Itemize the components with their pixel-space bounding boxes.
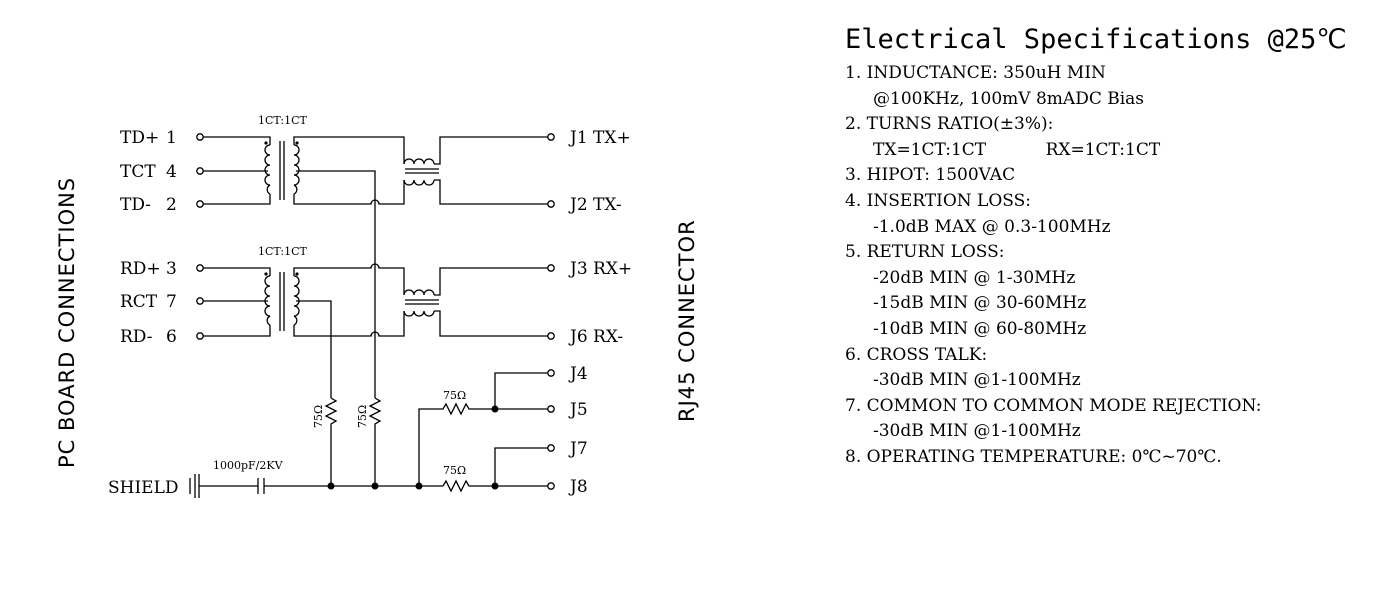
rx-ratio-label: 1CT:1CT [258, 245, 307, 258]
left-terminals [196, 133, 204, 340]
spec-item-turns-ratio: 2. TURNS RATIO(±3%): TX=1CT:1CT RX=1CT:1… [845, 112, 1390, 163]
spec-item-operating-temperature: 8. OPERATING TEMPERATURE: 0℃~70℃. [845, 445, 1390, 471]
rj45-connector-label: RJ45 CONNECTOR [675, 219, 699, 422]
pin-number-1: 1 [166, 128, 177, 148]
pin-label-j6: J6 RX- [568, 327, 623, 347]
pin-label-j1: J1 TX+ [568, 128, 631, 148]
pin-label-td-plus: TD+ [120, 128, 159, 148]
spec-detail: @100KHz, 100mV 8mADC Bias [873, 88, 1145, 109]
rx-choke [403, 267, 548, 337]
spec-heading: 4. INSERTION LOSS: [845, 190, 1031, 211]
resistor-r3-label: 75Ω [443, 389, 466, 402]
spec-detail: -15dB MIN @ 30-60MHz [873, 293, 1087, 314]
spec-heading: 2. TURNS RATIO(±3%): [845, 114, 1054, 135]
pin-number-6: 6 [166, 327, 177, 347]
pin-number-3: 3 [166, 259, 177, 279]
resistor-r4 [442, 479, 548, 493]
spec-detail: -30dB MIN @1-100MHz [873, 421, 1081, 442]
resistor-r3 [418, 402, 548, 486]
pin-label-tct: TCT [120, 162, 156, 182]
pc-board-label: PC BOARD CONNECTIONS [55, 177, 79, 468]
pin-label-rd-minus: RD- [120, 327, 153, 347]
spec-heading: 7. COMMON TO COMMON MODE REJECTION: [845, 395, 1262, 416]
spec-heading: 8. OPERATING TEMPERATURE: 0℃~70℃. [845, 446, 1222, 467]
pin-label-j4: J4 [568, 364, 588, 384]
spec-heading: 3. HIPOT: 1500VAC [845, 165, 1016, 186]
j4-wire [494, 372, 548, 409]
pin-label-rct: RCT [120, 292, 158, 312]
pin-number-2: 2 [166, 195, 177, 215]
pin-label-j3: J3 RX+ [568, 259, 632, 279]
spec-detail: -20dB MIN @ 1-30MHz [873, 267, 1076, 288]
spec-heading: 5. RETURN LOSS: [845, 242, 1005, 263]
pin-number-7: 7 [166, 292, 177, 312]
right-terminals [547, 133, 555, 490]
resistor-r2 [368, 397, 382, 486]
resistor-r4-label: 75Ω [443, 464, 466, 477]
specifications-panel: Electrical Specifications @25℃ 1. INDUCT… [845, 24, 1390, 471]
pin-number-4: 4 [166, 162, 177, 182]
pin-label-j5: J5 [568, 400, 588, 420]
spec-detail: -1.0dB MAX @ 0.3-100MHz [873, 216, 1111, 237]
j7-wire [494, 447, 548, 486]
spec-item-hipot: 3. HIPOT: 1500VAC [845, 163, 1390, 189]
spec-item-common-mode-rejection: 7. COMMON TO COMMON MODE REJECTION: -30d… [845, 394, 1390, 445]
tx-transformer [203, 136, 405, 260]
junction-dots [327, 405, 499, 490]
pin-label-j7: J7 [568, 439, 588, 459]
spec-detail: -10dB MIN @ 60-80MHz [873, 318, 1087, 339]
pin-label-j8: J8 [568, 477, 588, 497]
spec-item-insertion-loss: 4. INSERTION LOSS: -1.0dB MAX @ 0.3-100M… [845, 189, 1390, 240]
spec-heading: 6. CROSS TALK: [845, 344, 988, 365]
specifications-list: 1. INDUCTANCE: 350uH MIN @100KHz, 100mV … [845, 61, 1390, 471]
tx-choke [403, 136, 548, 205]
spec-item-cross-talk: 6. CROSS TALK: -30dB MIN @1-100MHz [845, 343, 1390, 394]
capacitor-label: 1000pF/2KV [213, 459, 284, 472]
resistor-r1 [324, 397, 338, 486]
spec-detail: -30dB MIN @1-100MHz [873, 370, 1081, 391]
spec-item-inductance: 1. INDUCTANCE: 350uH MIN @100KHz, 100mV … [845, 61, 1390, 112]
rx-transformer [203, 260, 405, 398]
shield-label: SHIELD [108, 478, 179, 498]
tx-ratio-label: 1CT:1CT [258, 114, 307, 127]
spec-heading: 1. INDUCTANCE: 350uH MIN [845, 63, 1106, 83]
shield-bus [189, 474, 443, 498]
pin-label-td-minus: TD- [120, 195, 151, 215]
resistor-r1-label: 75Ω [312, 405, 325, 428]
spec-item-return-loss: 5. RETURN LOSS: -20dB MIN @ 1-30MHz -15d… [845, 240, 1390, 342]
pin-label-j2: J2 TX- [568, 195, 622, 215]
spec-detail: TX=1CT:1CT RX=1CT:1CT [873, 139, 1161, 160]
resistor-r2-label: 75Ω [356, 405, 369, 428]
pin-label-rd-plus: RD+ [120, 259, 161, 279]
specifications-title: Electrical Specifications @25℃ [845, 24, 1347, 55]
